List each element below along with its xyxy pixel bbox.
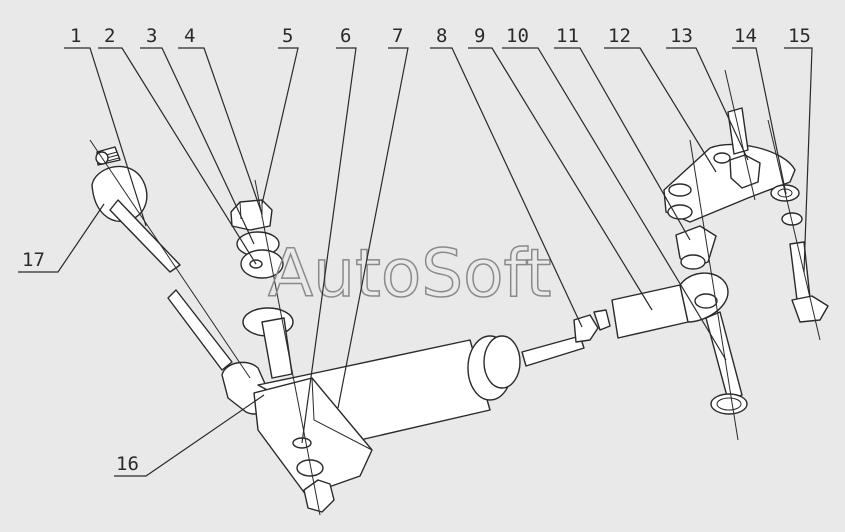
parts	[89, 69, 829, 516]
watermark: AutoSoft	[268, 235, 551, 312]
spacer-11	[675, 225, 717, 270]
rod-nut-8	[573, 309, 611, 343]
base-bracket-6	[253, 377, 373, 513]
label-17: 17	[22, 249, 45, 271]
label-13: 13	[670, 25, 693, 47]
label-10: 10	[506, 25, 529, 47]
label-12: 12	[608, 25, 631, 47]
label-6: 6	[340, 25, 351, 47]
label-9: 9	[474, 25, 485, 47]
mounting-bracket-12	[663, 107, 796, 223]
center-lines	[89, 69, 821, 516]
label-2: 2	[104, 25, 115, 47]
label-3: 3	[146, 25, 157, 47]
label-4: 4	[184, 25, 195, 47]
callout-leaders	[18, 47, 813, 477]
label-1: 1	[70, 25, 81, 47]
label-8: 8	[436, 25, 447, 47]
label-11: 11	[556, 25, 579, 47]
rod-end-9	[611, 272, 729, 339]
callout-labels: 1 2 3 4 5 6 7 8 9 10 11 12 13 14 15 16 1…	[22, 25, 811, 475]
label-5: 5	[282, 25, 293, 47]
bolt-10	[705, 311, 748, 415]
label-14: 14	[734, 25, 757, 47]
label-15: 15	[788, 25, 811, 47]
ball-joint-17	[91, 146, 233, 371]
label-7: 7	[392, 25, 403, 47]
label-16: 16	[116, 453, 139, 475]
